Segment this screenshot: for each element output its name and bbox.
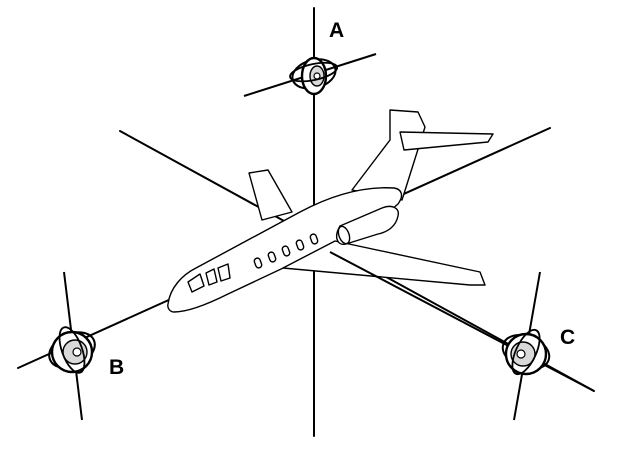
gyroscope-icon <box>48 271 96 421</box>
axis-foreground <box>313 251 595 436</box>
gyroscope-label-b: B <box>109 356 125 379</box>
business-jet-icon <box>167 109 494 313</box>
cockpit-window <box>205 268 218 286</box>
gyroscope-label-a: A <box>329 19 345 42</box>
right-wing <box>282 240 486 286</box>
vertical-tail <box>351 109 426 201</box>
gyroscope-label-c: C <box>560 326 576 349</box>
gyroscope-icon <box>243 53 377 97</box>
cabin-window <box>309 233 319 245</box>
engine-intake <box>337 225 351 245</box>
cockpit-window <box>217 263 231 282</box>
cabin-window <box>253 257 263 269</box>
horizontal-stabilizer <box>399 131 494 151</box>
cabin-window <box>267 251 277 263</box>
cockpit-window <box>187 273 205 293</box>
cabin-window <box>295 239 305 251</box>
engine-nacelle <box>336 205 399 245</box>
left-wing <box>248 169 293 221</box>
gyroscope-icon <box>501 271 551 421</box>
cabin-window <box>281 245 291 257</box>
